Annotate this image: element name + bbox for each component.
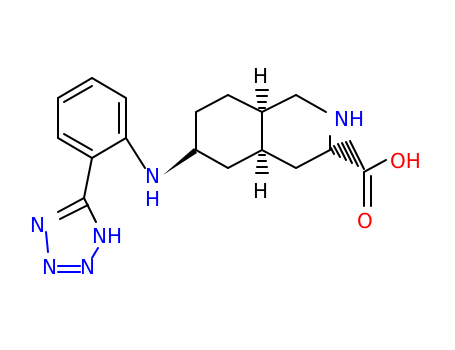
ring-nh-label: NH <box>334 107 364 131</box>
hashed-bond-top <box>255 89 269 109</box>
bond <box>91 77 127 99</box>
amine-n-label: N <box>145 164 160 188</box>
tetrazole-n2-label: N <box>42 255 57 279</box>
bond-aryl-amine <box>125 137 146 169</box>
bond <box>57 77 93 99</box>
amine-h-label: H <box>145 187 160 211</box>
bond-double-inner <box>59 204 89 220</box>
bond <box>91 247 99 259</box>
bond <box>91 137 127 159</box>
acid-o-label: O <box>357 209 373 233</box>
bond <box>295 94 327 113</box>
bond <box>363 159 387 173</box>
bond <box>227 149 263 169</box>
acid-oh-label: OH <box>390 149 421 173</box>
bond <box>57 137 93 159</box>
tetrazole-n3-label: N <box>80 255 95 279</box>
bond <box>195 149 229 169</box>
bond <box>83 197 97 223</box>
bicyclic-ring <box>195 94 331 169</box>
tetrazole-nh-label: NH <box>92 224 122 248</box>
bond-double-inner <box>63 85 93 103</box>
hashed-bond-acid <box>330 140 365 170</box>
bond <box>57 197 85 213</box>
hashed-bond-bottom <box>255 154 269 174</box>
bond-aryl-tetrazole <box>83 157 93 199</box>
tetrazole-ring <box>45 197 99 273</box>
tetrazole-n1-label: N <box>30 213 45 237</box>
bond <box>45 231 49 253</box>
benzene-ring <box>57 77 127 159</box>
stereo-h-top-label: H <box>253 64 268 88</box>
bond <box>261 149 297 169</box>
carboxylic-acid <box>363 159 387 207</box>
bond <box>295 149 331 169</box>
bond <box>195 94 229 113</box>
bond <box>227 94 263 113</box>
bond <box>261 94 297 113</box>
bond-double-inner <box>63 133 93 151</box>
wedge-bond <box>163 148 197 175</box>
stereo-h-bottom-label: H <box>253 179 268 203</box>
